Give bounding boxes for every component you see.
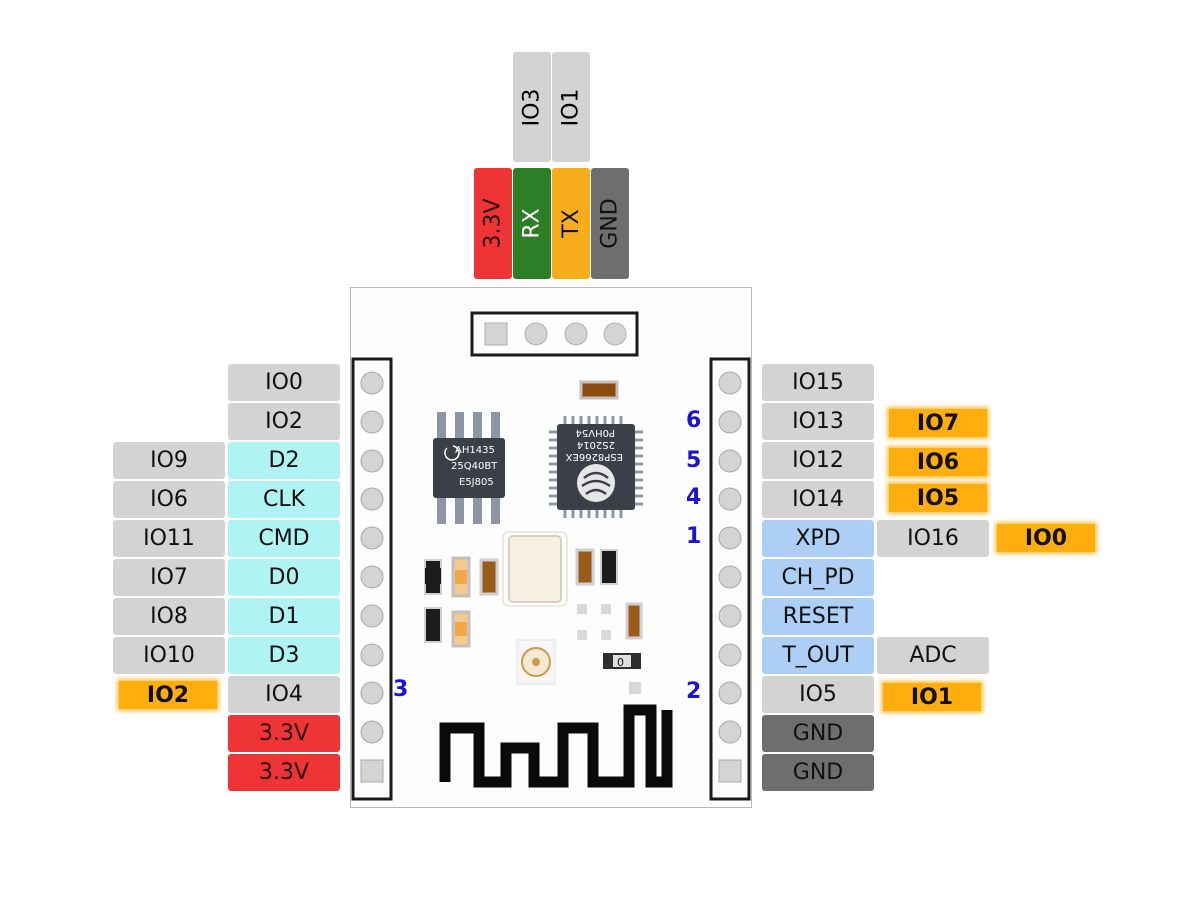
right-pin-io5: IO5 (762, 676, 874, 713)
pin-number-3: 3 (393, 677, 409, 702)
left-alt-io7: IO7 (113, 559, 225, 596)
top-label-io3: IO3 (513, 52, 551, 162)
top-label-3v3: 3.3V (474, 168, 512, 279)
left-pin-io4: IO4 (228, 676, 340, 713)
left-pin-3v3-b: 3.3V (228, 754, 340, 791)
right-highlight-io7: IO7 (889, 409, 987, 437)
right-highlight-io6: IO6 (889, 448, 987, 476)
right-pin-io12: IO12 (762, 442, 874, 479)
pin-number-5: 5 (686, 448, 702, 473)
right-pin-reset: RESET (762, 598, 874, 635)
module-board-artwork: AH1435 25Q40BT E5J805 ESP8266 (351, 311, 751, 801)
pin-number-1: 1 (686, 524, 702, 549)
left-pin-d3: D3 (228, 637, 340, 674)
right-alt-io16: IO16 (877, 520, 989, 557)
pin-number-2: 2 (686, 679, 702, 704)
left-pin-clk: CLK (228, 481, 340, 518)
left-alt-io9: IO9 (113, 442, 225, 479)
left-pin-d2: D2 (228, 442, 340, 479)
mcu-chip-line3: P0HV54 (576, 427, 615, 438)
right-pin-io13: IO13 (762, 403, 874, 440)
pin-number-6: 6 (686, 408, 702, 433)
right-alt-adc: ADC (877, 637, 989, 674)
left-pin-3v3-a: 3.3V (228, 715, 340, 752)
top-label-io1: IO1 (552, 52, 590, 162)
flash-chip-line1: AH1435 (455, 445, 495, 456)
mcu-chip-line1: ESP8266EX (566, 451, 623, 462)
right-pin-gnd-a: GND (762, 715, 874, 752)
left-highlight-io2: IO2 (119, 681, 217, 709)
right-pin-ch-pd: CH_PD (762, 559, 874, 596)
left-alt-io6: IO6 (113, 481, 225, 518)
left-pin-io2: IO2 (228, 403, 340, 440)
left-pin-d0: D0 (228, 559, 340, 596)
right-pin-gnd-b: GND (762, 754, 874, 791)
resistor-label: 0 (617, 656, 624, 669)
right-pin-xpd: XPD (762, 520, 874, 557)
mcu-chip-line2: 2S2014 (577, 439, 615, 450)
right-highlight-io5: IO5 (889, 484, 987, 512)
flash-chip-line3: E5J805 (459, 477, 494, 488)
left-alt-io8: IO8 (113, 598, 225, 635)
left-pin-cmd: CMD (228, 520, 340, 557)
right-pin-io14: IO14 (762, 481, 874, 518)
top-label-rx: RX (513, 168, 551, 279)
right-highlight-io0: IO0 (997, 524, 1095, 552)
top-label-gnd: GND (591, 168, 629, 279)
left-alt-io11: IO11 (113, 520, 225, 557)
left-pin-io0: IO0 (228, 364, 340, 401)
top-label-tx: TX (552, 168, 590, 279)
pin-number-4: 4 (686, 485, 702, 510)
right-pin-t-out: T_OUT (762, 637, 874, 674)
left-pin-d1: D1 (228, 598, 340, 635)
flash-chip-line2: 25Q40BT (451, 461, 498, 472)
right-pin-io15: IO15 (762, 364, 874, 401)
module-board: AH1435 25Q40BT E5J805 ESP8266 (350, 287, 752, 808)
left-alt-io10: IO10 (113, 637, 225, 674)
right-highlight-io1: IO1 (883, 683, 981, 711)
